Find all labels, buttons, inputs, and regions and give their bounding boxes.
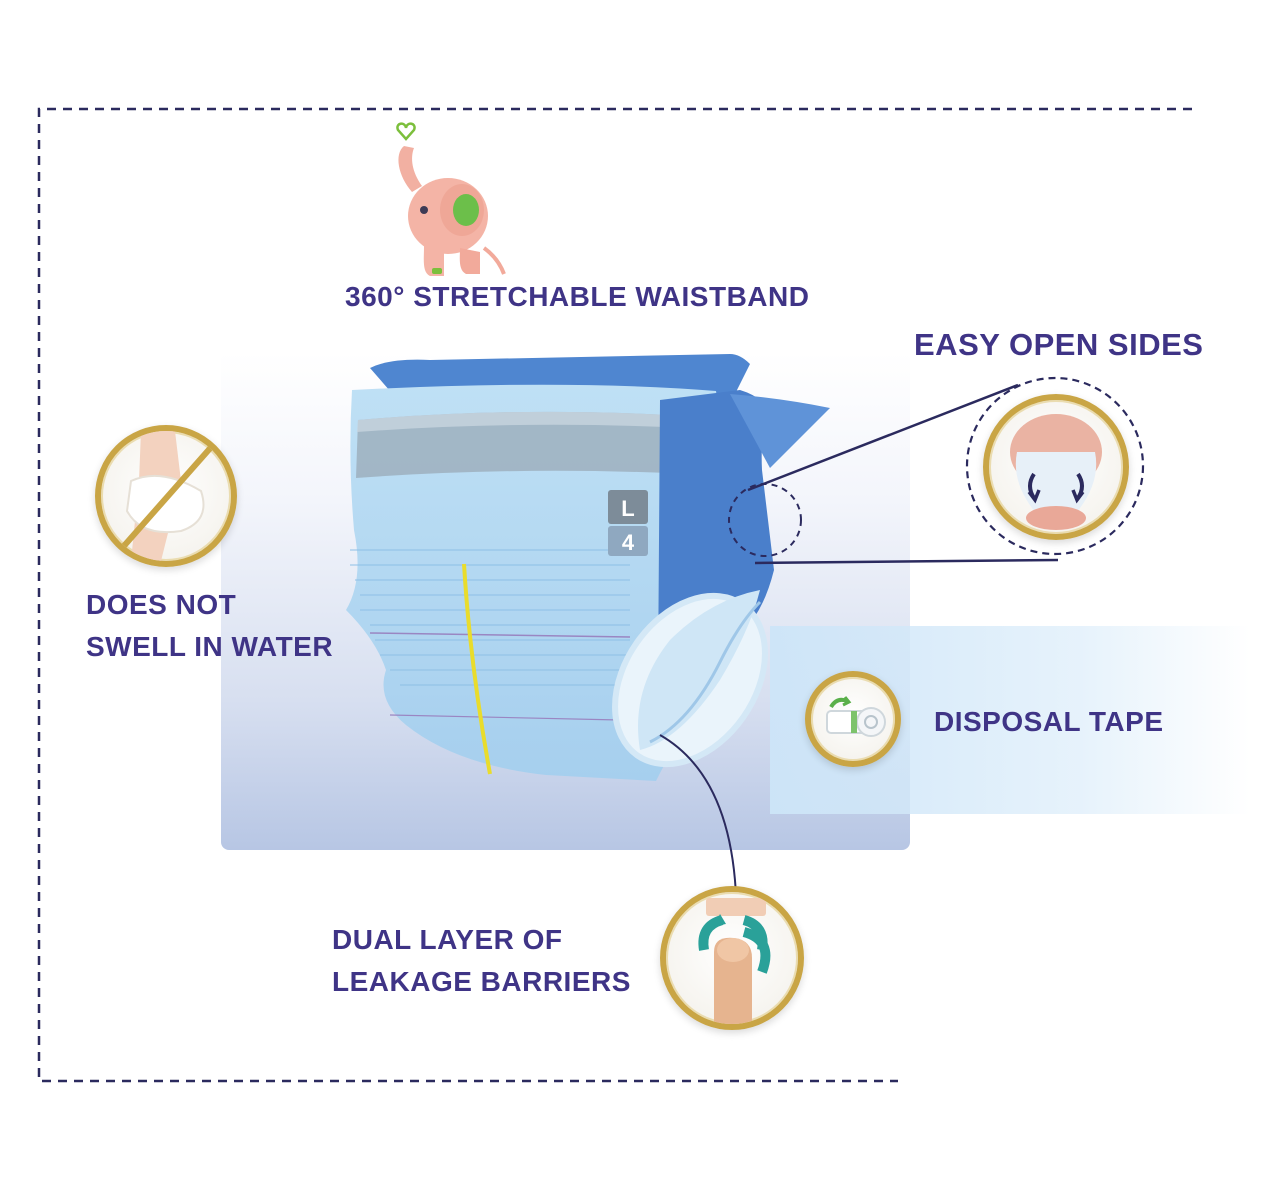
no-swell-label-line1: DOES NOT	[86, 589, 237, 620]
no-swell-label-line2: SWELL IN WATER	[86, 631, 334, 662]
leakage-label-line1: DUAL LAYER OF	[332, 924, 563, 955]
leakage-label-line2: LEAKAGE BARRIERS	[332, 966, 631, 997]
disposal-tape-label: DISPOSAL TAPE	[934, 706, 1164, 737]
size-letter: L	[621, 496, 634, 521]
diaper-illustration: L 4	[346, 354, 830, 781]
leakage-barrier-icon	[660, 886, 804, 1030]
disposal-tape-icon	[805, 671, 901, 767]
elephant-icon	[396, 122, 506, 276]
no-swell-icon	[95, 425, 237, 567]
waistband-label: 360° STRETCHABLE WAISTBAND	[345, 281, 810, 312]
size-number: 4	[622, 530, 635, 555]
easy-open-label: EASY OPEN SIDES	[914, 327, 1204, 362]
easy-open-icon	[983, 394, 1129, 540]
